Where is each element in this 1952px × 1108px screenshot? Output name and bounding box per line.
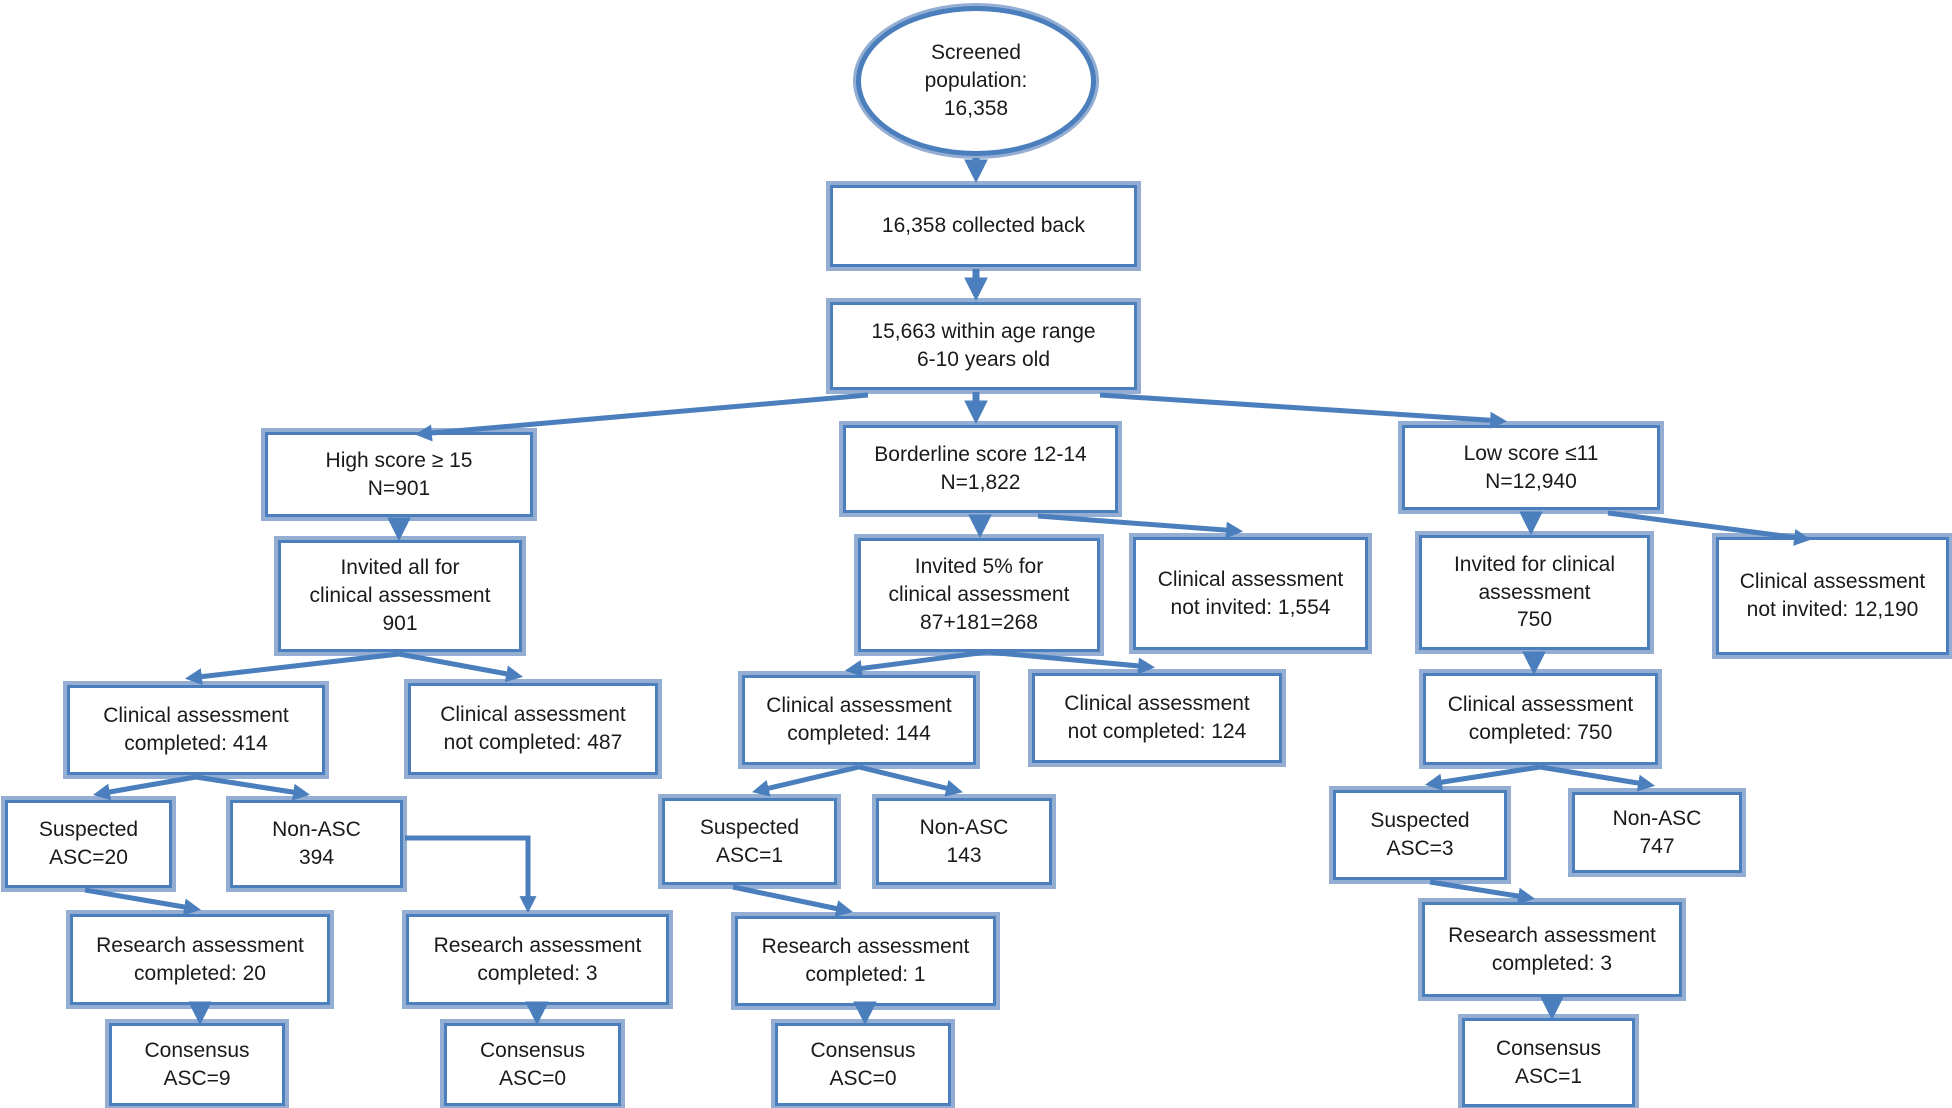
arrow-completed-144-to-suspected-1: [752, 764, 860, 797]
node-low-score: Low score ≤11 N=12,940: [1402, 425, 1660, 510]
node-consensus-asc-9: Consensus ASC=9: [109, 1023, 285, 1106]
node-research-completed-3-right: Research assessment completed: 3: [1422, 902, 1682, 997]
node-non-asc-143: Non-ASC 143: [876, 798, 1052, 885]
arrow-invited-5pct-to-completed-144: [844, 649, 988, 677]
node-completed-144: Clinical assessment completed: 144: [742, 675, 976, 765]
node-suspected-asc-3: Suspected ASC=3: [1333, 790, 1507, 880]
node-age-range: 15,663 within age range 6-10 years old: [830, 302, 1137, 390]
arrow-invited-5pct-to-not-completed-124: [986, 649, 1156, 675]
arrow-completed-750-to-suspected-3: [1424, 764, 1541, 791]
arrow-borderline-to-not-invited-1554: [1037, 513, 1244, 539]
node-consensus-asc-1: Consensus ASC=1: [1462, 1018, 1635, 1107]
arrow-invited-all-to-not-completed-487: [398, 651, 524, 683]
node-not-invited-12190: Clinical assessment not invited: 12,190: [1716, 537, 1949, 655]
arrow-completed-144-to-non-asc-143: [858, 764, 963, 797]
node-borderline-score: Borderline score 12-14 N=1,822: [843, 425, 1118, 513]
node-invited-5pct: Invited 5% for clinical assessment 87+18…: [858, 538, 1100, 652]
arrow-suspected-20-to-research-20: [84, 887, 202, 916]
arrow-completed-750-to-non-asc-747: [1539, 764, 1656, 792]
arrow-non-asc-394-to-research-3: [405, 835, 537, 914]
arrow-suspected-1-to-research-1: [732, 884, 853, 917]
node-not-completed-487: Clinical assessment not completed: 487: [408, 683, 658, 775]
arrow-completed-414-to-suspected-20: [92, 774, 197, 801]
node-invited-750: Invited for clinical assessment 750: [1419, 535, 1650, 650]
node-consensus-asc-0-left: Consensus ASC=0: [444, 1023, 621, 1106]
node-research-completed-3-left: Research assessment completed: 3: [406, 914, 669, 1005]
node-not-invited-1554: Clinical assessment not invited: 1,554: [1133, 537, 1368, 650]
node-research-completed-1: Research assessment completed: 1: [735, 916, 996, 1006]
node-not-completed-124: Clinical assessment not completed: 124: [1032, 673, 1282, 763]
arrow-suspected-3-to-research-3: [1429, 879, 1536, 905]
node-collected-back: 16,358 collected back: [830, 185, 1137, 267]
node-completed-414: Clinical assessment completed: 414: [67, 685, 325, 775]
node-research-completed-20: Research assessment completed: 20: [70, 914, 330, 1005]
arrow-completed-414-to-non-asc-394: [195, 774, 311, 801]
node-non-asc-747: Non-ASC 747: [1572, 792, 1742, 873]
arrow-age-to-high: [414, 392, 869, 442]
arrow-invited-all-to-completed-414: [184, 651, 400, 686]
node-suspected-asc-1: Suspected ASC=1: [662, 798, 837, 885]
node-high-score: High score ≥ 15 N=901: [265, 432, 533, 517]
node-completed-750: Clinical assessment completed: 750: [1423, 673, 1658, 765]
arrow-age-to-low: [1099, 392, 1508, 429]
node-invited-all: Invited all for clinical assessment 901: [278, 540, 522, 652]
node-suspected-asc-20: Suspected ASC=20: [5, 800, 172, 888]
node-non-asc-394: Non-ASC 394: [230, 800, 403, 888]
node-consensus-asc-0-mid: Consensus ASC=0: [775, 1023, 951, 1106]
node-screened-population: Screened population: 16,358: [856, 6, 1096, 156]
